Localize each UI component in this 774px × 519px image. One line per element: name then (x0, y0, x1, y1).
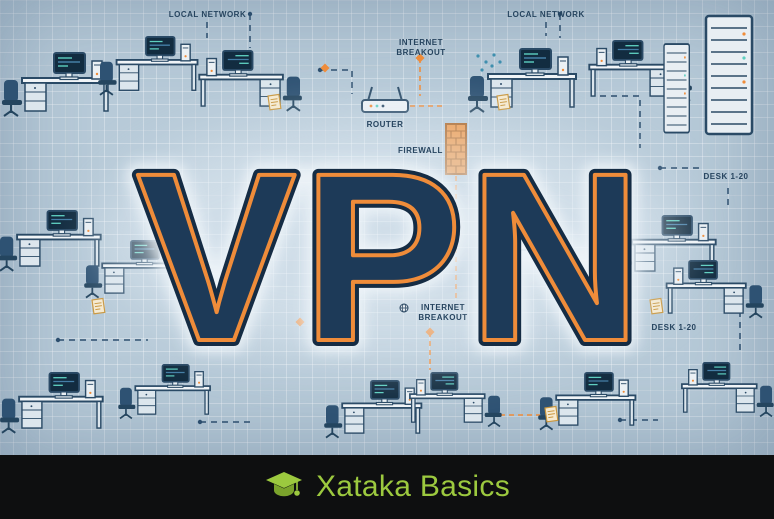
label-internet-breakout-middle: INTERNET BREAKOUT (399, 303, 474, 323)
label-desk-range-middle-right: DESK 1-20 (651, 323, 697, 332)
blueprint-area: LOCAL NETWORK LOCAL NETWORK INTERNET BRE… (0, 0, 774, 455)
blueprint-grid (0, 0, 774, 455)
globe-icon (399, 303, 409, 313)
label-router: ROUTER (366, 120, 404, 129)
label-desk-range-top-right: DESK 1-20 (703, 172, 749, 181)
label-local-network-left: LOCAL NETWORK (168, 10, 247, 19)
label-internet-breakout-top: INTERNET BREAKOUT (396, 38, 446, 57)
label-firewall: FIREWALL (398, 146, 443, 155)
label-local-network-right: LOCAL NETWORK (507, 10, 585, 19)
brand-footer: Xataka Basics (0, 455, 774, 519)
label-internet-breakout-middle-text: INTERNET BREAKOUT (418, 303, 468, 322)
graduation-cap-icon (264, 470, 304, 504)
brand-name: Xataka Basics (316, 470, 510, 503)
